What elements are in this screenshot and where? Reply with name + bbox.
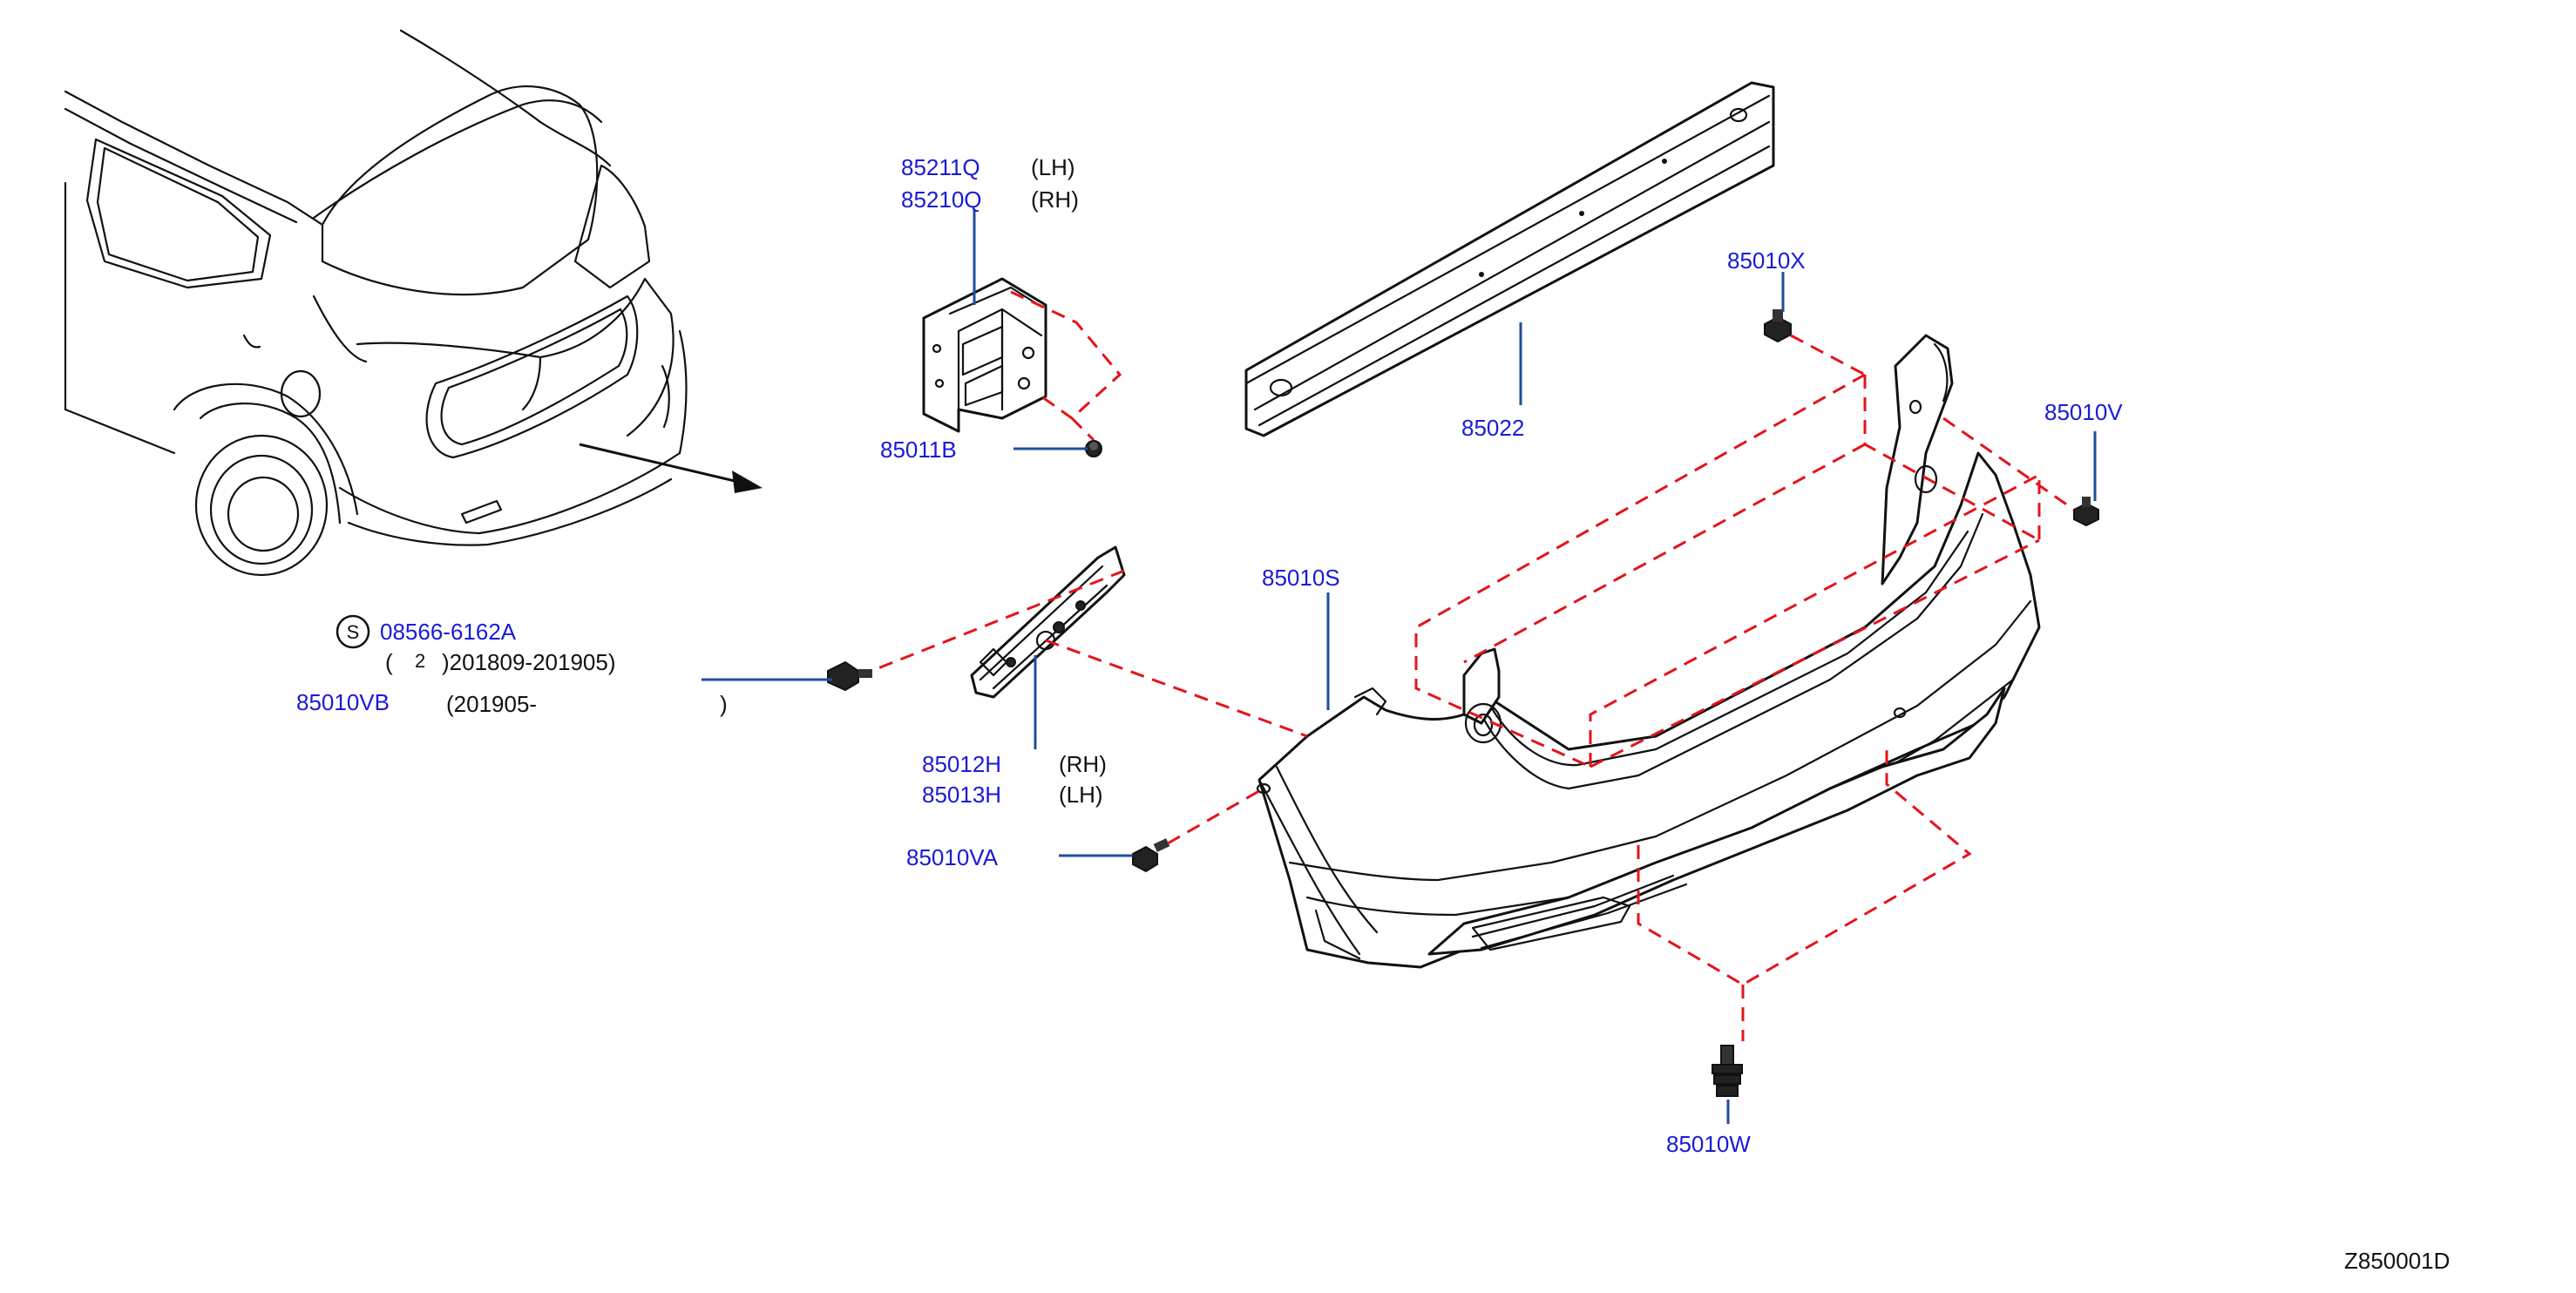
part-85010va-screw — [1132, 838, 1170, 873]
part-85010s-bumper-fascia — [1256, 334, 2041, 969]
date-range-1: )201809-201905) — [442, 649, 616, 675]
label-85013h: 85013H — [922, 782, 1001, 808]
s-marker-letter: S — [347, 621, 360, 643]
label-85211q: 85211Q — [901, 154, 980, 180]
date-range-2-close: ) — [720, 691, 728, 717]
part-85010vb-screw — [827, 660, 872, 692]
label-85012h: 85012H — [922, 751, 1001, 777]
label-85210q: 85210Q — [901, 186, 982, 213]
label-85210q-side: (RH) — [1031, 186, 1079, 213]
part-85211q-side-bracket — [922, 277, 1047, 433]
part-labels: 85211Q (LH) 85210Q (RH) 85011B 85022 850… — [296, 154, 2450, 1274]
label-85013h-side: (LH) — [1059, 782, 1103, 808]
label-08566-6162a: 08566-6162A — [380, 619, 517, 645]
vehicle-rear-illustration — [64, 29, 763, 577]
date-range-2: (201905- — [446, 691, 537, 717]
part-85010x-clip — [1764, 309, 1792, 343]
qty-value: 2 — [415, 650, 425, 672]
label-85010x: 85010X — [1727, 247, 1806, 274]
part-85010w-bolt — [1712, 1045, 1743, 1097]
label-85010vb: 85010VB — [296, 689, 390, 715]
circled-s-icon — [336, 614, 370, 649]
label-85012h-side: (RH) — [1059, 751, 1107, 777]
direction-arrow — [579, 443, 750, 486]
part-85011b-nut — [1085, 440, 1102, 457]
diagram-code: Z850001D — [2344, 1248, 2450, 1274]
label-85211q-side: (LH) — [1031, 154, 1075, 180]
label-85010s: 85010S — [1262, 565, 1340, 591]
leader-lines — [702, 209, 2097, 1124]
arrow-head-icon — [732, 470, 763, 493]
label-85022: 85022 — [1461, 415, 1524, 441]
label-85010v: 85010V — [2044, 399, 2123, 425]
part-85012h-spacer — [970, 545, 1126, 699]
label-85010va: 85010VA — [906, 844, 999, 870]
part-85022-reinforcement — [1244, 81, 1775, 437]
label-85010w: 85010W — [1666, 1131, 1751, 1157]
label-85011b: 85011B — [880, 437, 957, 463]
assembly-guide-lines — [871, 290, 2075, 1041]
qty-open-paren: ( — [385, 649, 393, 675]
part-85010v-clip — [2073, 497, 2099, 527]
